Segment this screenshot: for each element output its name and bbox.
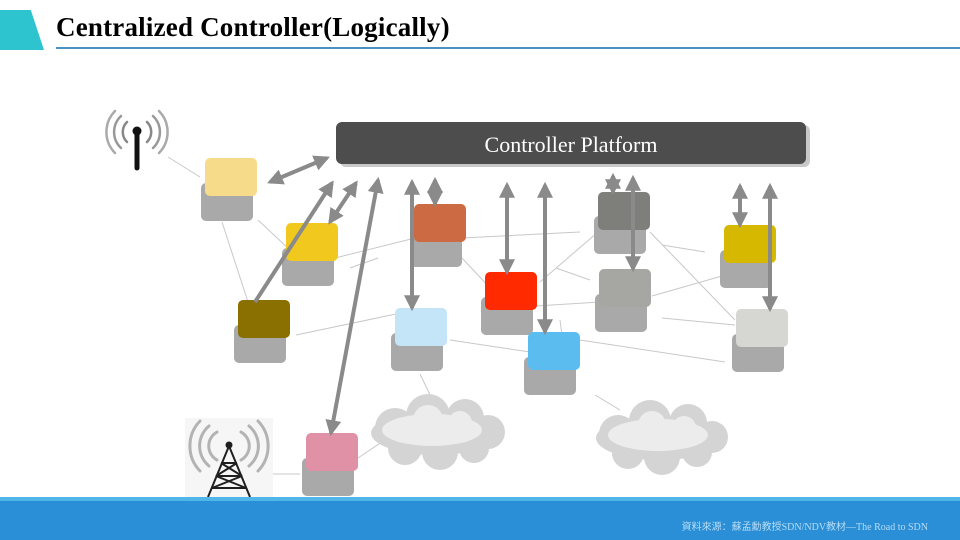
switch-orange-brown-body [414,204,466,242]
wifi-access-point-icon [105,109,169,171]
cloud-icon [371,394,505,470]
switch-red-body [485,272,537,310]
switch-mid-gray-body [599,269,651,307]
cloud-icon-right [596,400,728,475]
switch-pink-body [306,433,358,471]
title-underline [56,47,960,49]
switch-light-yellow-body [205,158,257,196]
arrow-yellow [328,180,358,225]
switch-dark-gray [594,192,650,254]
controller-platform-box [336,122,806,164]
switch-dark-gray-body [598,192,650,230]
switch-yellow [282,223,338,286]
footer-source-note: 資料來源：蘇孟勳教授SDN/NDV教材—The Road to SDN [681,522,928,533]
switch-pink [302,433,358,496]
switch-mid-gray [595,269,651,332]
switch-light-yellow [201,158,257,221]
switch-red [481,272,537,335]
cell-tower-icon [185,418,273,502]
controller-platform-label: Controller Platform [485,132,658,157]
switch-sky-blue-body [528,332,580,370]
switch-light-gray-body [736,309,788,347]
switch-olive [234,300,290,363]
footer-bar [0,497,960,540]
switch-mustard [720,225,776,288]
switch-orange-brown [410,204,466,267]
slide-title: Centralized Controller(Logically) [56,12,450,42]
control-arrows [253,155,778,437]
switch-light-blue [391,308,447,371]
switch-light-gray [732,309,788,372]
switch-olive-body [238,300,290,338]
controller-platform: Controller Platform [336,122,810,167]
arrow-olive [253,180,334,304]
arrow-pink [325,176,384,437]
switch-light-blue-body [395,308,447,346]
arrow-light-yellow [267,155,330,185]
switch-sky-blue [524,332,580,395]
